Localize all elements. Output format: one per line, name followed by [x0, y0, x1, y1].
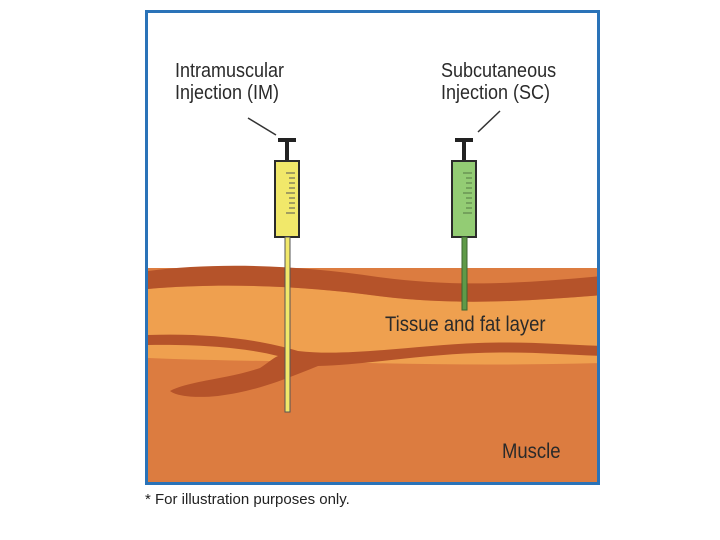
im-leader-line: [247, 117, 277, 136]
sc-title-line1: Subcutaneous: [441, 60, 557, 82]
injection-diagram: [148, 110, 597, 482]
sc-plunger-top: [455, 138, 473, 142]
skin-layer: [148, 265, 597, 302]
sc-leader-line: [477, 110, 501, 133]
im-barrel: [274, 160, 300, 238]
sc-barrel: [451, 160, 477, 238]
sc-title-line2: Injection (SC): [441, 82, 551, 104]
im-plunger-rod: [285, 141, 289, 161]
im-title-line1: Intramuscular: [175, 60, 285, 82]
illustration-disclaimer: * For illustration purposes only.: [145, 491, 350, 508]
im-syringe: [274, 138, 300, 413]
diagram-frame: Intramuscular Injection (IM) Subcutaneou…: [145, 10, 600, 485]
sc-syringe: [451, 138, 477, 311]
sc-plunger-rod: [462, 141, 466, 161]
blood-vessel: [148, 334, 597, 397]
sc-needle: [461, 236, 468, 311]
muscle-label: Muscle: [502, 440, 561, 463]
im-plunger-top: [278, 138, 296, 142]
im-needle: [284, 236, 291, 413]
im-title-line2: Injection (IM): [175, 82, 280, 104]
tissue-fat-layer-label: Tissue and fat layer: [385, 313, 546, 336]
